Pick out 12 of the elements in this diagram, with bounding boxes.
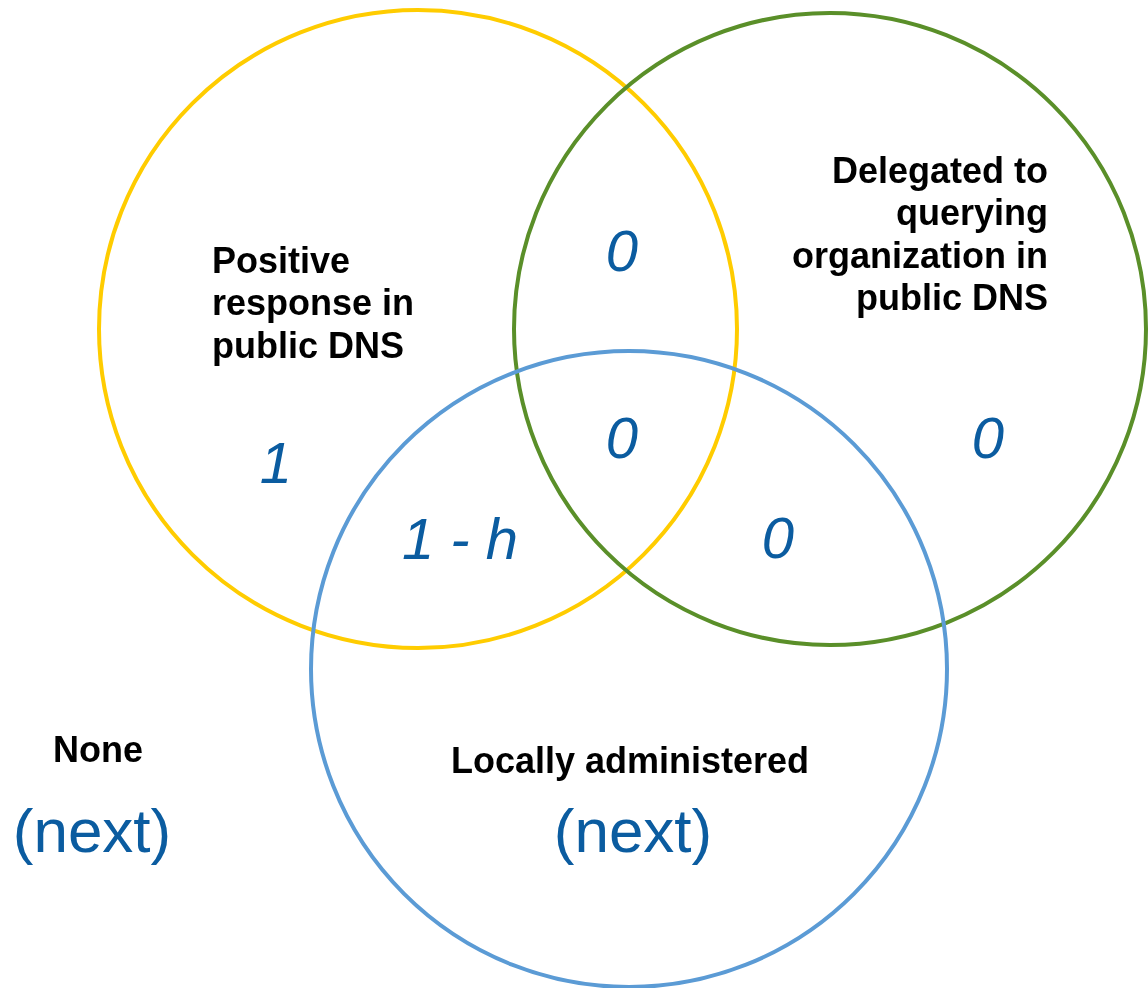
set-label: Delegated to querying organization in public DNS	[791, 150, 1048, 320]
region-value: 0	[605, 403, 639, 471]
region-value: 0	[971, 403, 1005, 471]
region-value: 0	[761, 503, 795, 571]
region-value: 1 - h	[401, 504, 519, 572]
set-label: Locally administered	[449, 740, 811, 783]
region-value: 0	[605, 216, 639, 284]
next-label: (next)	[12, 794, 172, 866]
set-label: Positive response in public DNS	[212, 240, 416, 368]
next-label: (next)	[553, 794, 713, 866]
region-value: 1	[259, 428, 293, 496]
outside-label: None	[53, 729, 143, 771]
